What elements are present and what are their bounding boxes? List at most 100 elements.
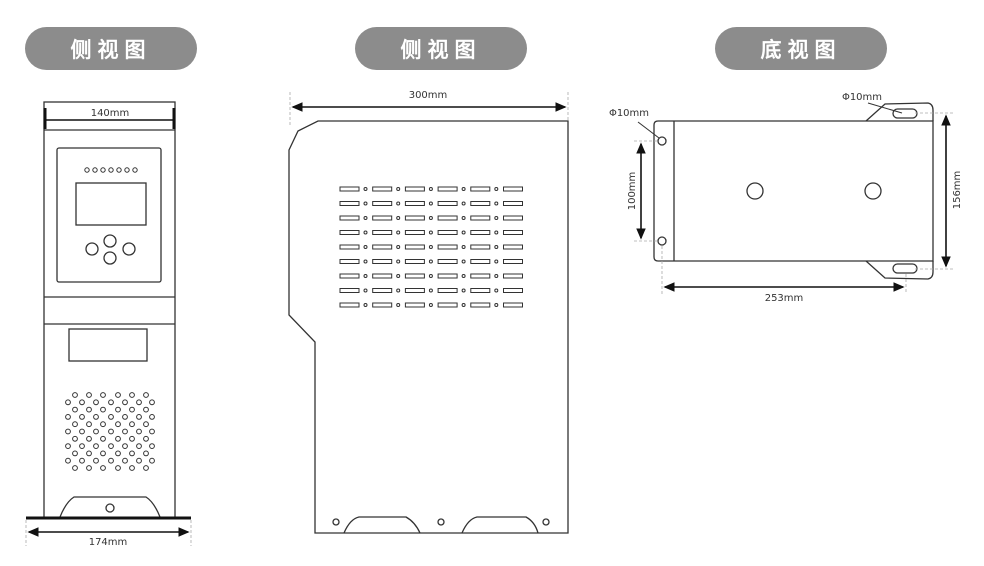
leader-line: [867, 102, 903, 114]
vent-slot: [372, 273, 393, 279]
vent-dot: [461, 303, 466, 307]
dim-label-100: 100mm: [627, 172, 638, 211]
vent-slot: [437, 288, 458, 293]
vent-dot: [461, 230, 466, 235]
vent-slot: [404, 201, 425, 206]
vent-hole: [122, 428, 128, 435]
led-indicator: [92, 167, 98, 173]
dim-label-174: 174mm: [89, 537, 128, 548]
vent-hole: [100, 392, 106, 398]
bracket-slot-bottom: [892, 263, 918, 274]
vent-slot: [372, 186, 393, 192]
vent-hole: [149, 457, 155, 464]
led-indicator: [124, 167, 130, 173]
vent-hole: [129, 465, 135, 471]
vent-hole: [65, 443, 71, 450]
vent-hole: [143, 392, 149, 398]
vent-dot: [494, 288, 499, 293]
led-indicator: [100, 167, 106, 173]
mount-hole: [332, 518, 340, 526]
vent-hole: [108, 399, 114, 406]
vent-dot: [363, 245, 368, 249]
vent-slot: [339, 259, 360, 264]
vent-hole: [79, 457, 85, 464]
vent-slot: [503, 230, 523, 235]
bracket-top: [865, 102, 934, 122]
vent-hole: [136, 428, 142, 435]
vent-hole: [86, 406, 92, 413]
vent-slot: [470, 215, 491, 221]
vent-hole: [136, 457, 142, 464]
button-right: [122, 242, 136, 256]
vent-hole: [86, 435, 92, 442]
vent-slot: [339, 288, 360, 293]
vent-hole: [100, 421, 106, 428]
vent-hole: [129, 392, 135, 398]
vent-hole: [143, 421, 149, 428]
vent-slot: [372, 302, 393, 308]
vent-hole: [143, 465, 149, 471]
label-window: [68, 328, 148, 362]
vent-slot: [404, 244, 425, 250]
vent-dot: [428, 230, 433, 235]
vent-hole: [72, 406, 78, 413]
lcd-screen: [75, 182, 147, 226]
vent-hole: [65, 399, 71, 406]
vent-slot: [437, 273, 458, 279]
vent-dot: [428, 245, 433, 249]
vent-dot: [363, 288, 368, 293]
vent-slot: [372, 230, 393, 235]
vent-slot: [470, 273, 491, 279]
vent-slot: [339, 302, 360, 308]
vent-hole: [100, 435, 106, 442]
led-indicators: [84, 167, 138, 173]
vent-hole: [93, 399, 99, 406]
vent-slot: [404, 215, 425, 221]
vent-slot: [503, 215, 523, 221]
vent-dot: [363, 259, 368, 264]
vent-slot: [339, 201, 360, 206]
side-view: 300mm: [288, 90, 569, 534]
vent-hole: [136, 399, 142, 406]
side-body-outline: [288, 120, 569, 534]
vent-dot: [494, 201, 499, 206]
vent-hole: [143, 406, 149, 413]
vent-hole: [86, 421, 92, 428]
vent-dot: [396, 245, 401, 249]
vent-slot: [503, 244, 523, 250]
vent-slot: [437, 244, 458, 250]
bottom-plate: [653, 120, 934, 262]
led-indicator: [116, 167, 122, 173]
bracket-bottom: [865, 260, 934, 280]
leader-line: [637, 121, 660, 139]
vent-dot: [396, 274, 401, 278]
vent-hole: [93, 443, 99, 450]
vent-dot: [494, 230, 499, 235]
vent-hole: [129, 450, 135, 457]
vent-slot: [404, 288, 425, 293]
vent-hole: [122, 457, 128, 464]
side-foot-1: [343, 516, 421, 534]
vent-slots: [339, 186, 523, 308]
vent-dot: [461, 187, 466, 191]
button-down: [103, 251, 117, 265]
vent-slot: [503, 186, 523, 192]
vent-hole: [100, 465, 106, 471]
vent-slot: [437, 259, 458, 264]
vent-dot: [428, 288, 433, 293]
vent-dot: [396, 201, 401, 206]
button-up: [103, 234, 117, 248]
vent-slot: [404, 230, 425, 235]
vent-dot: [428, 274, 433, 278]
vent-slot: [404, 259, 425, 264]
vent-dot: [494, 259, 499, 264]
mount-hole: [437, 518, 445, 526]
vent-dot: [461, 216, 466, 220]
vent-slot: [470, 186, 491, 192]
side-foot-2: [461, 516, 539, 534]
screw-hole-1: [746, 182, 764, 200]
vent-hole: [143, 435, 149, 442]
front-body-outline: [43, 101, 176, 519]
vent-slot: [503, 201, 523, 206]
